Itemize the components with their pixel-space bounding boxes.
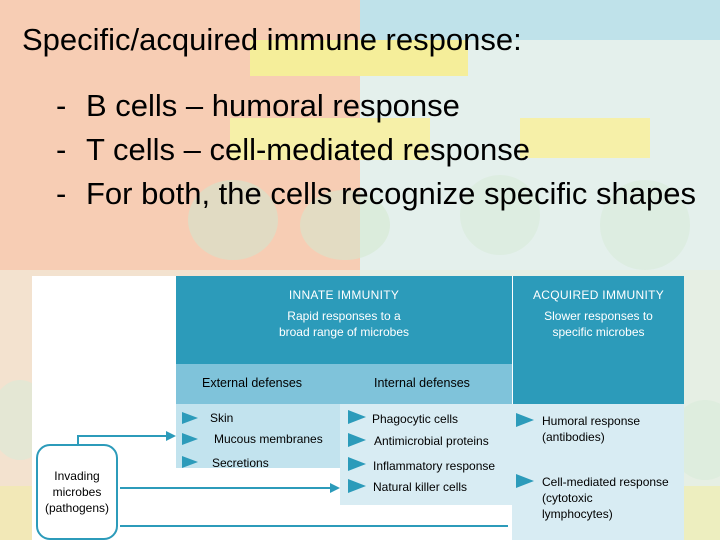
- bullet-text: T cells – cell-mediated response: [86, 132, 530, 167]
- external-defenses-column: [176, 404, 340, 468]
- bullet-list: -B cells – humoral response -T cells – c…: [56, 84, 696, 216]
- acquired-responses-column: [512, 404, 684, 540]
- internal-defenses-heading: Internal defenses: [374, 376, 470, 390]
- triangle-arrow-icon: [182, 412, 198, 424]
- bullet-text: For both, the cells recognize specific s…: [86, 176, 696, 211]
- innate-subtitle-line: broad range of microbes: [278, 325, 410, 339]
- innate-immunity-header: INNATE IMMUNITY Rapid responses to a bro…: [176, 276, 512, 364]
- bullet-dash: -: [56, 176, 67, 211]
- innate-title: INNATE IMMUNITY: [288, 288, 400, 302]
- triangle-arrow-icon: [348, 457, 366, 471]
- internal-item-inflammatory: Inflammatory response: [373, 459, 496, 473]
- arrowhead-external: [166, 431, 176, 441]
- connector-to-external: [77, 434, 168, 444]
- humoral-line: Humoral response: [542, 414, 641, 428]
- triangle-arrow-icon: [516, 413, 534, 427]
- acquired-immunity-header: ACQUIRED IMMUNITY Slower responses to sp…: [512, 276, 684, 404]
- invading-line: microbes: [52, 485, 102, 499]
- external-defenses-heading: External defenses: [202, 376, 303, 390]
- invading-microbes-box: Invading microbes (pathogens): [36, 444, 118, 540]
- connector-arrows: [77, 431, 508, 527]
- internal-defenses-column: [340, 404, 512, 505]
- acquired-subtitle-line: Slower responses to: [544, 309, 653, 323]
- triangle-arrow-icon: [348, 433, 366, 447]
- cell-mediated-line: (cytotoxic: [542, 491, 593, 505]
- internal-item-antimicrobial: Antimicrobial proteins: [374, 434, 489, 448]
- humoral-response: Humoral response (antibodies): [542, 413, 640, 445]
- external-item-skin: Skin: [210, 411, 234, 425]
- bullet-text: B cells – humoral response: [86, 88, 460, 123]
- triangle-arrow-icon: [182, 456, 198, 468]
- humoral-line: (antibodies): [542, 430, 605, 444]
- bullet-item: -T cells – cell-mediated response: [56, 128, 696, 172]
- invading-line: Invading: [54, 469, 100, 483]
- cell-mediated-line: lymphocytes): [542, 507, 613, 521]
- triangle-arrow-icon: [516, 474, 534, 488]
- triangle-arrow-icon: [182, 433, 198, 445]
- acquired-subtitle-line: specific microbes: [552, 325, 645, 339]
- immunity-diagram: INNATE IMMUNITY Rapid responses to a bro…: [32, 276, 684, 540]
- external-item-mucous: Mucous membranes: [214, 432, 323, 446]
- cell-mediated-line: Cell-mediated response: [542, 475, 669, 489]
- internal-item-natural-killer: Natural killer cells: [373, 480, 468, 494]
- innate-subtitle: Rapid responses to a broad range of micr…: [176, 308, 512, 340]
- external-item-secretions: Secretions: [212, 456, 269, 470]
- bullet-dash: -: [56, 132, 67, 167]
- cell-mediated-response: Cell-mediated response (cytotoxic lympho…: [542, 474, 669, 522]
- triangle-arrow-icon: [348, 479, 366, 493]
- bullet-item: -B cells – humoral response: [56, 84, 696, 128]
- invading-line: (pathogens): [44, 501, 110, 515]
- defenses-header-band: [176, 364, 512, 404]
- acquired-title: ACQUIRED IMMUNITY: [532, 288, 665, 302]
- innate-subtitle-line: Rapid responses to a: [287, 309, 401, 323]
- arrowhead-internal: [330, 483, 340, 493]
- acquired-subtitle: Slower responses to specific microbes: [513, 308, 684, 340]
- triangle-arrow-icon: [348, 410, 366, 424]
- internal-item-phagocytic: Phagocytic cells: [372, 412, 459, 426]
- slide-title: Specific/acquired immune response:: [22, 22, 522, 57]
- bullet-dash: -: [56, 88, 67, 123]
- bullet-item: -For both, the cells recognize specific …: [56, 172, 696, 216]
